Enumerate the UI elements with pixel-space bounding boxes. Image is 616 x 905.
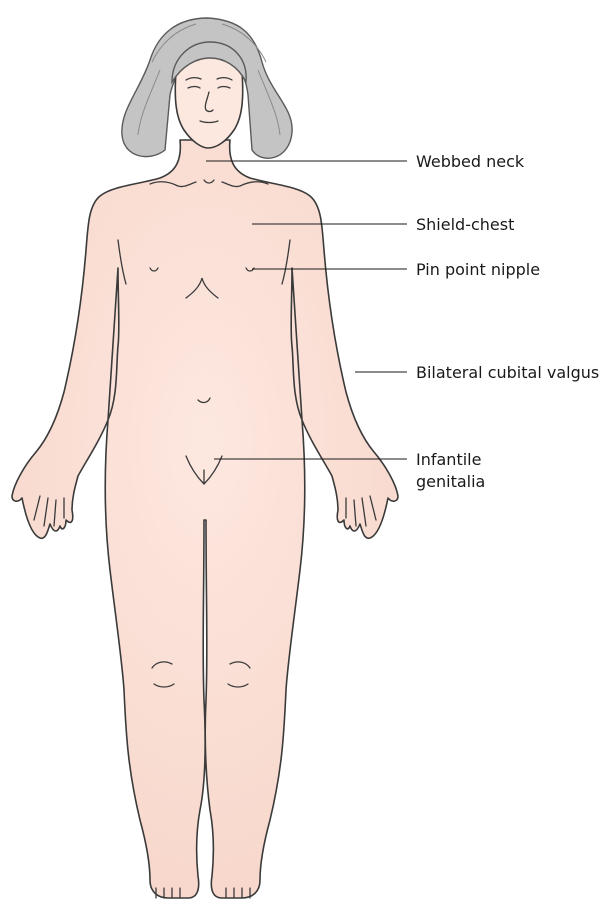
label-webbed-neck: Webbed neck — [416, 152, 525, 171]
label-infantile-genitalia-line1: Infantile — [416, 450, 481, 469]
label-infantile-genitalia-line2: genitalia — [416, 472, 485, 491]
label-shield-chest: Shield-chest — [416, 215, 514, 234]
label-pin-point-nipple: Pin point nipple — [416, 260, 540, 279]
label-cubital-valgus: Bilateral cubital valgus — [416, 363, 599, 382]
body-outline — [12, 140, 398, 898]
